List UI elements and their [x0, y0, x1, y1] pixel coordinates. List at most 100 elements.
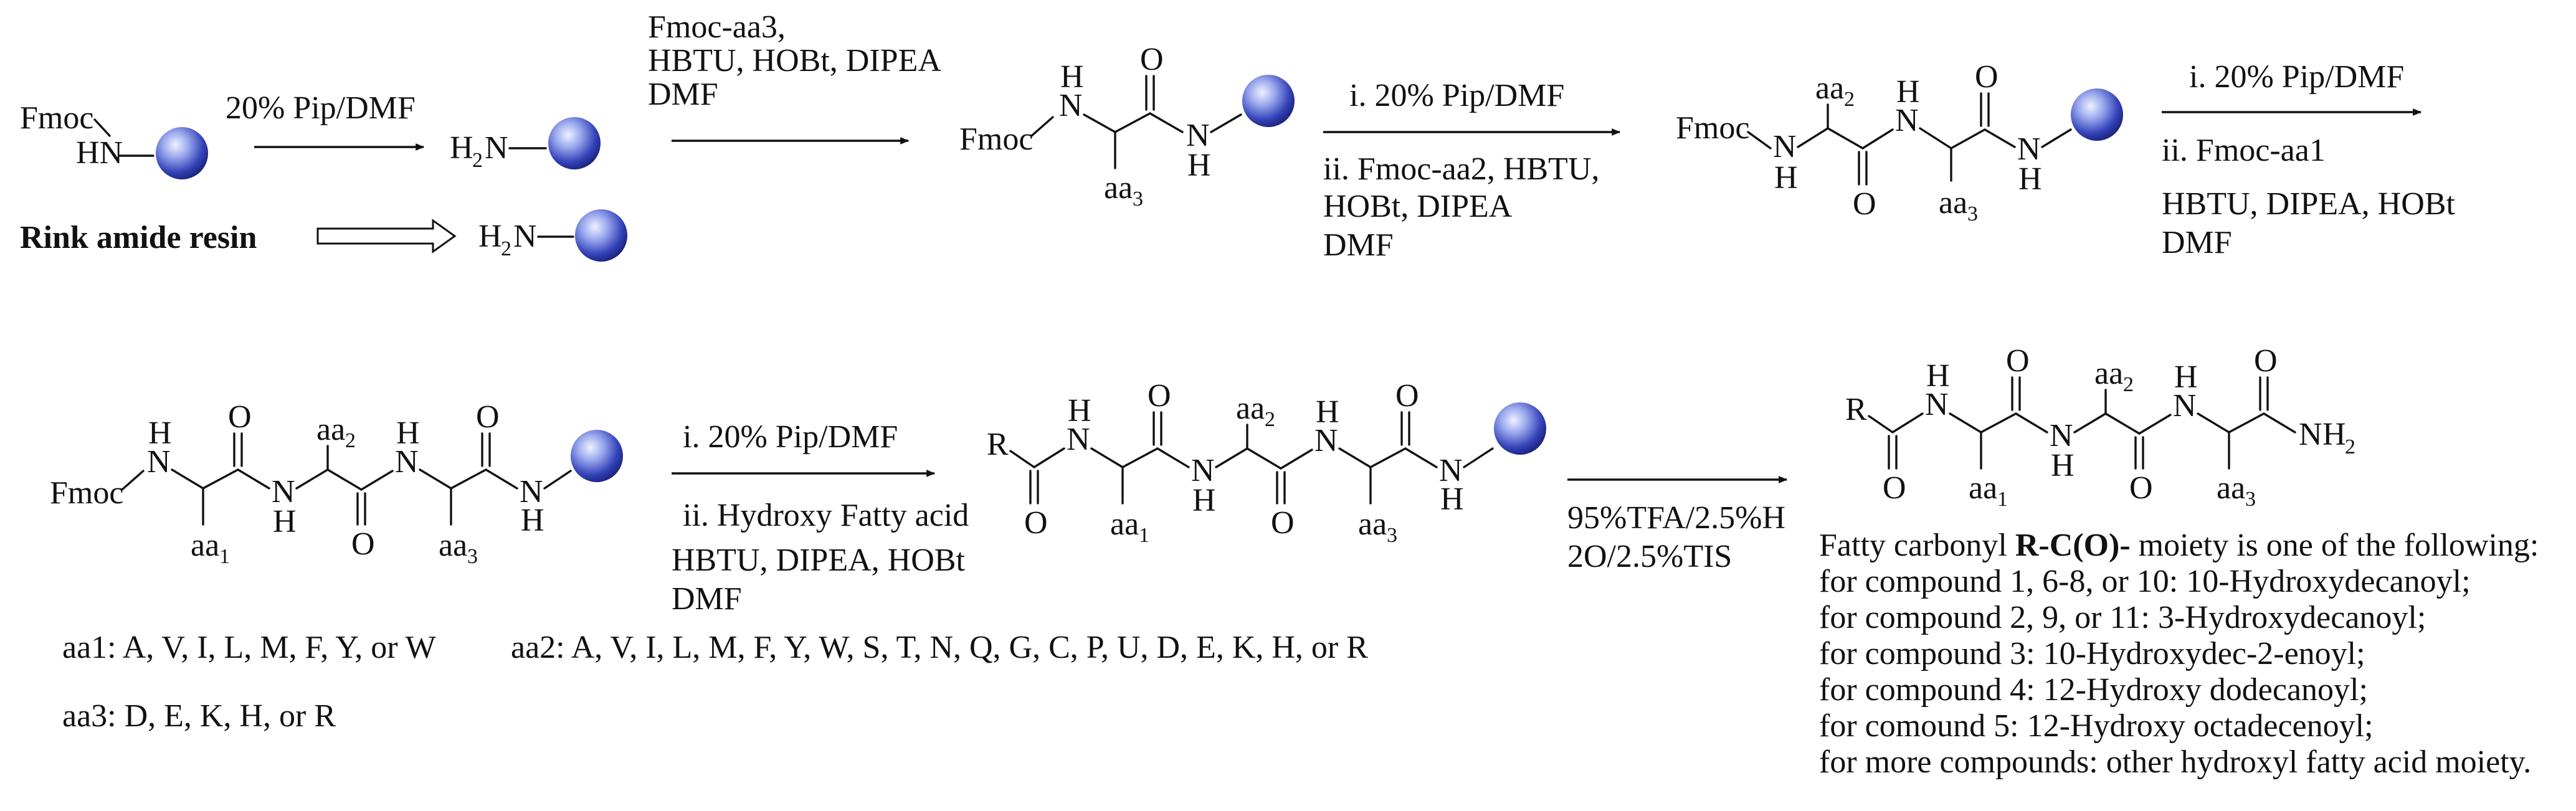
svg-text:aa: aa — [1104, 170, 1133, 206]
svg-text:95%TFA/2.5%H: 95%TFA/2.5%H — [1567, 500, 1785, 536]
svg-text:aa: aa — [1815, 70, 1844, 106]
svg-text:O: O — [1148, 378, 1171, 414]
svg-text:N: N — [2017, 131, 2041, 167]
resin-bead-icon — [571, 430, 623, 482]
svg-text:H: H — [1187, 148, 1211, 183]
note-line: for compound 4: 12-Hydroxy dodecanoyl; — [1819, 672, 2368, 708]
svg-text:O: O — [1140, 42, 1164, 77]
svg-text:3: 3 — [2245, 488, 2256, 511]
svg-text:DMF: DMF — [648, 77, 718, 112]
svg-text:H: H — [2051, 448, 2075, 483]
svg-text:N: N — [1895, 103, 1919, 138]
svg-text:aa: aa — [2217, 470, 2245, 506]
h-label: H — [478, 219, 502, 254]
aa1-definition: aa1: A, V, I, L, M, F, Y, or W — [62, 630, 436, 665]
svg-text:N: N — [2050, 418, 2073, 453]
svg-text:aa: aa — [1358, 506, 1387, 542]
resin-bead-icon — [2071, 88, 2123, 141]
h2n-resin-lower: H 2 N — [478, 209, 627, 262]
svg-text:H: H — [273, 504, 297, 539]
svg-text:H: H — [521, 503, 544, 538]
note-line: for compound 1, 6-8, or 10: 10-Hydroxyde… — [1819, 564, 2471, 599]
svg-text:N: N — [1191, 453, 1215, 488]
svg-text:N: N — [513, 219, 537, 254]
svg-text:O: O — [2254, 343, 2278, 379]
fmoc-label: Fmoc — [20, 100, 93, 136]
svg-text:DMF: DMF — [672, 581, 742, 617]
svg-text:1: 1 — [219, 545, 230, 568]
svg-text:3: 3 — [467, 545, 478, 568]
svg-text:i. 20% Pip/DMF: i. 20% Pip/DMF — [683, 419, 898, 455]
svg-text:2: 2 — [501, 237, 511, 260]
svg-text:1: 1 — [1997, 488, 2008, 511]
rink-amide-label: Rink amide resin — [20, 220, 257, 255]
final-lipopeptide: R O N H aa 1 O N H aa 2 O N H aa 3 — [1845, 343, 2355, 511]
fmoc-aa2-aa3-resin: Fmoc N H aa 2 O N H aa 3 O N H — [1676, 59, 2123, 225]
svg-text:O: O — [1271, 505, 1295, 541]
svg-text:DMF: DMF — [2162, 225, 2232, 260]
h2n-resin: H 2 N — [450, 117, 601, 172]
svg-text:N: N — [1439, 453, 1463, 488]
svg-text:aa: aa — [1110, 506, 1139, 542]
svg-text:H: H — [1192, 483, 1216, 518]
resin-bead-icon — [156, 127, 208, 179]
svg-text:3: 3 — [1967, 202, 1978, 225]
svg-text:ii. Hydroxy Fatty acid: ii. Hydroxy Fatty acid — [683, 498, 969, 533]
svg-text:H: H — [2174, 359, 2198, 395]
svg-text:N: N — [1314, 423, 1338, 458]
svg-text:2: 2 — [345, 429, 356, 452]
aa2-definition: aa2: A, V, I, L, M, F, Y, W, S, T, N, Q,… — [511, 630, 1368, 665]
svg-text:O: O — [1975, 59, 1999, 95]
svg-text:i. 20% Pip/DMF: i. 20% Pip/DMF — [2189, 59, 2404, 95]
svg-text:3: 3 — [1133, 187, 1143, 211]
hn-label: HN — [76, 135, 123, 171]
svg-text:i. 20% Pip/DMF: i. 20% Pip/DMF — [1349, 78, 1564, 113]
svg-text:O: O — [476, 399, 500, 435]
svg-text:H: H — [1774, 160, 1798, 196]
svg-text:aa: aa — [439, 528, 467, 563]
svg-text:1: 1 — [1139, 524, 1149, 547]
svg-text:N: N — [272, 474, 295, 510]
svg-text:Fmoc: Fmoc — [1676, 110, 1749, 146]
note-line: for more compounds: other hydroxyl fatty… — [1819, 744, 2531, 780]
svg-text:N: N — [1773, 129, 1797, 164]
svg-text:R: R — [987, 427, 1009, 462]
svg-text:2: 2 — [2345, 435, 2355, 458]
note-line: for compound 3: 10-Hydroxydec-2-enoyl; — [1819, 636, 2365, 671]
svg-text:Fmoc: Fmoc — [50, 475, 123, 511]
note-line: for compound 2, 9, or 11: 3-Hydroxydecan… — [1819, 600, 2426, 635]
svg-text:2: 2 — [1844, 88, 1855, 111]
svg-text:aa: aa — [191, 528, 219, 563]
open-arrow-icon — [316, 219, 457, 254]
svg-text:HBTU, DIPEA, HOBt: HBTU, DIPEA, HOBt — [2162, 186, 2455, 222]
resin-bead-icon — [575, 209, 627, 262]
svg-text:aa: aa — [1969, 470, 1997, 506]
svg-text:O: O — [351, 526, 375, 562]
svg-text:H: H — [1060, 59, 1084, 95]
svg-text:R: R — [1845, 392, 1867, 427]
svg-text:H: H — [1316, 394, 1339, 430]
svg-text:H: H — [2322, 417, 2346, 452]
svg-text:H: H — [1896, 74, 1920, 110]
svg-text:H: H — [1926, 358, 1950, 394]
svg-text:aa: aa — [1939, 185, 1967, 221]
resin-bead-icon — [548, 117, 601, 169]
svg-text:aa: aa — [316, 412, 345, 447]
svg-text:aa: aa — [2094, 356, 2123, 391]
fmoc-tripeptide-resin: Fmoc N H aa 1 O N H aa 2 O N H aa 3 O N — [50, 399, 623, 568]
svg-text:O: O — [1883, 470, 1906, 506]
svg-text:HBTU, DIPEA, HOBt: HBTU, DIPEA, HOBt — [672, 543, 965, 578]
svg-text:H: H — [450, 130, 473, 166]
svg-text:O: O — [1853, 186, 1876, 222]
svg-text:O: O — [228, 399, 252, 435]
svg-text:N: N — [1925, 387, 1949, 422]
svg-text:H: H — [1440, 481, 1464, 517]
svg-text:H: H — [396, 415, 420, 451]
deprotect-reagent: 20% Pip/DMF — [226, 90, 416, 126]
svg-text:N: N — [1186, 118, 1210, 153]
acyl-tripeptide-resin: R O N H aa 1 O N H aa 2 O N H aa 3 — [987, 378, 1546, 547]
svg-text:N: N — [395, 444, 419, 480]
svg-text:O: O — [2129, 470, 2153, 506]
svg-text:ii. Fmoc-aa1: ii. Fmoc-aa1 — [2162, 133, 2326, 168]
